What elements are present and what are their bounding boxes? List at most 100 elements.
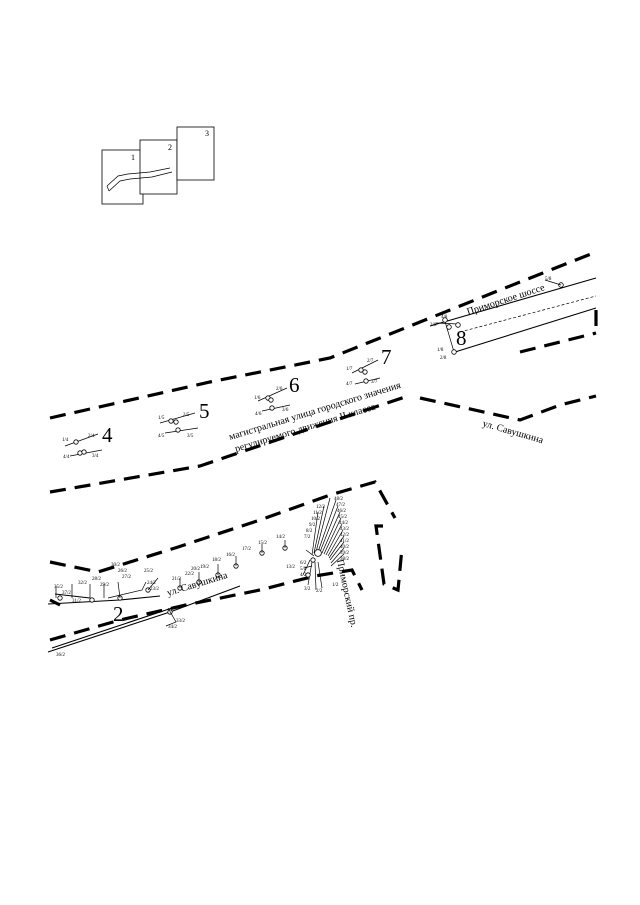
zone-8-number: 8 (456, 326, 467, 350)
pt-37-2: 37/2 (62, 591, 71, 596)
pt-23-2: 23/2 (150, 587, 159, 592)
zone-5: 5 1/5 2/5 4/5 3/5 (158, 399, 210, 439)
pt-28-2: 28/2 (92, 577, 101, 582)
pt-3-5: 3/5 (187, 434, 194, 439)
pt-33-2: 33/2 (176, 619, 185, 624)
pt-32-2: 32/2 (78, 581, 87, 586)
zone-7: 7 1/7 2/7 4/7 3/7 (346, 345, 392, 387)
pt-13-2: 13/2 (286, 565, 295, 570)
sheet-3 (176, 126, 215, 181)
lower-area-right-notch (374, 524, 404, 593)
pt-12-2: 12/2 (316, 505, 325, 510)
pt-34-2: 34/2 (168, 625, 177, 630)
pt-4-4: 4/4 (63, 455, 70, 460)
pt-17-2: 17/2 (242, 547, 251, 552)
pt-2-7: 2/7 (367, 359, 374, 364)
street-savushkina-right: ул. Савушкина (481, 418, 545, 446)
pt-3-2: 3/2 (304, 587, 311, 592)
sheet-3-label: 3 (205, 129, 209, 138)
street-savushkina-left: ул. Савушкина (166, 570, 230, 599)
primorskoe-road-line-2 (454, 307, 597, 353)
pt-35-2: 35/2 (54, 585, 63, 590)
pt-45-2: 45/2 (338, 515, 347, 520)
pt-1-6: 1/6 (254, 396, 261, 401)
lower-area-upper-boundary (49, 480, 397, 574)
pt-30-2: 30/2 (111, 563, 120, 568)
pt-40-2: 40/2 (340, 545, 349, 550)
zone-4: 4 1/4 2/4 4/4 3/4 (62, 423, 113, 460)
pt-2-2: 2/2 (316, 589, 323, 594)
right-boundary-mid (519, 331, 597, 354)
upper-corridor (49, 250, 598, 494)
upper-boundary (49, 250, 597, 420)
pt-7-2: 7/2 (304, 535, 311, 540)
pt-4-2: 4/2 (300, 573, 307, 578)
lower-boundary (49, 394, 409, 494)
pt-4-5: 4/5 (158, 434, 165, 439)
fan-lines (302, 497, 345, 591)
pt-31-2: 31/2 (72, 599, 81, 604)
primorskoe-centerline (459, 295, 597, 333)
pt-25-2: 25/2 (144, 569, 153, 574)
pt-29-2: 29/2 (100, 583, 109, 588)
sheet-2 (139, 139, 178, 195)
pt-5-8: 5/8 (545, 277, 552, 282)
sheet-1 (101, 149, 144, 205)
zone-8: 8 5/8 4/8 3/8 1/8 2/8 (430, 277, 564, 361)
pt-4-8: 4/8 (441, 315, 448, 320)
street-primorsky-pr: Приморский пр. (334, 558, 359, 628)
pt-3-8: 3/8 (430, 323, 437, 328)
pt-16-2: 16/2 (226, 553, 235, 558)
pt-2-5: 2/5 (183, 413, 190, 418)
pt-19-2: 19/2 (200, 565, 209, 570)
pt-4-6: 4/6 (255, 412, 262, 417)
pt-3-6: 3/6 (282, 408, 289, 413)
pt-5-2: 5/2 (300, 567, 307, 572)
pt-1-8: 1/8 (437, 348, 444, 353)
pt-6-2: 6/2 (300, 561, 307, 566)
zone-6: 6 1/6 2/6 4/6 3/6 (254, 373, 300, 417)
pt-1-2: 1/2 (332, 583, 339, 588)
pt-39-2: 39/2 (340, 551, 349, 556)
pt-2-4: 2/4 (88, 434, 95, 439)
key-map-road-edge (108, 171, 173, 192)
pt-2-8: 2/8 (440, 356, 447, 361)
zone-7-number: 7 (381, 345, 392, 369)
primorskoe-road-line (429, 277, 597, 327)
pt-41-2: 41/2 (340, 539, 349, 544)
sheet-2-label: 2 (168, 143, 172, 152)
pt-21-2: 21/2 (172, 577, 181, 582)
pt-1-4: 1/4 (62, 438, 69, 443)
pt-42-2: 42/2 (340, 533, 349, 538)
pt-9-2: 9/2 (309, 523, 316, 528)
pt-38-2: 38/2 (340, 557, 349, 562)
lower-area: 2 35/2 37/2 31/2 32/2 28/2 29/2 30/2 26/… (47, 480, 404, 658)
pt-27-2: 27/2 (122, 575, 131, 580)
pt-8-2: 8/2 (306, 529, 313, 534)
pt-10-2: 10/2 (311, 517, 320, 522)
pt-3-7: 3/7 (371, 380, 378, 385)
pt-24-2: 24/2 (147, 581, 156, 586)
lower-road-1 (47, 585, 241, 653)
pt-3-4: 3/4 (92, 454, 99, 459)
pt-15-2: 15/2 (258, 541, 267, 546)
key-map: 1 2 3 (101, 126, 215, 205)
sheet-1-label: 1 (131, 153, 135, 162)
right-boundary-lower (419, 394, 597, 422)
pt-11-2: 11/2 (313, 511, 322, 516)
pt-26-2: 26/2 (118, 569, 127, 574)
pt-47-2: 47/2 (336, 503, 345, 508)
pt-46-2: 46/2 (337, 509, 346, 514)
pt-44-2: 44/2 (339, 521, 348, 526)
pt-18-2: 18/2 (212, 558, 221, 563)
pt-36-2: 36/2 (56, 653, 65, 658)
pt-22-2: 22/2 (185, 572, 194, 577)
key-map-road (106, 167, 171, 187)
lower-area-lower-boundary (49, 568, 364, 642)
pt-43-2: 43/2 (340, 527, 349, 532)
pt-1-5: 1/5 (158, 416, 165, 421)
zone-2-number: 2 (113, 602, 124, 626)
pt-14-2: 14/2 (276, 535, 285, 540)
pt-4-7: 4/7 (346, 382, 353, 387)
